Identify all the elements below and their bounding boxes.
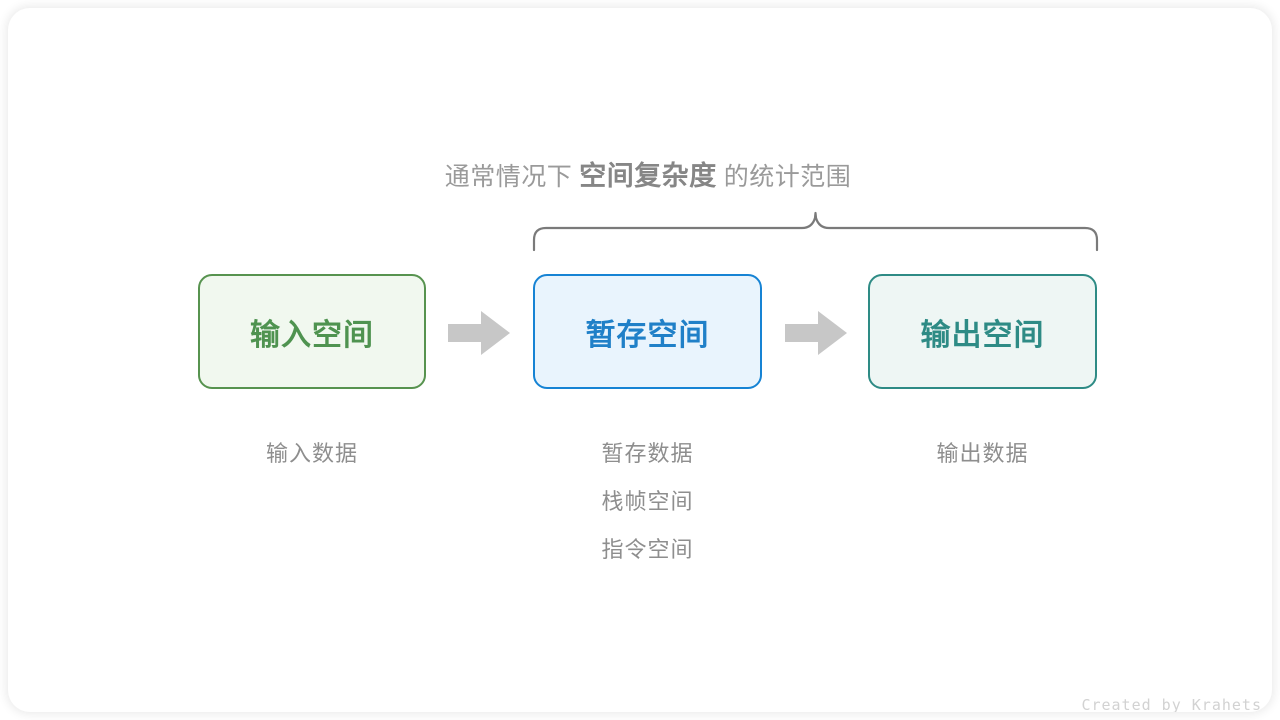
notes-output-space: 输出数据 (868, 430, 1097, 478)
box-input-space[interactable]: 输入空间 (198, 274, 426, 389)
scope-caption-prefix: 通常情况下 (444, 163, 573, 191)
note-item: 栈帧空间 (601, 489, 694, 514)
arrow-right-icon (448, 311, 510, 355)
diagram-stage: 通常情况下空间复杂度的统计范围 输入空间 暂存空间 输出空间 (8, 8, 1272, 712)
scope-caption: 通常情况下空间复杂度的统计范围 (8, 156, 1272, 197)
arrow-right-icon (785, 311, 847, 355)
notes-input-space: 输入数据 (198, 430, 426, 478)
box-temp-space[interactable]: 暂存空间 (533, 274, 762, 389)
scope-caption-suffix: 的统计范围 (723, 163, 852, 191)
box-output-space[interactable]: 输出空间 (868, 274, 1097, 389)
slide-card: 通常情况下空间复杂度的统计范围 输入空间 暂存空间 输出空间 (8, 8, 1272, 712)
box-input-space-label: 输入空间 (250, 318, 374, 352)
credit-text: Created by Krahets (1081, 696, 1262, 712)
box-temp-space-label: 暂存空间 (585, 318, 710, 352)
note-item: 输出数据 (936, 441, 1029, 466)
note-item: 暂存数据 (601, 441, 694, 466)
scope-brace (523, 204, 1108, 264)
notes-temp-space: 暂存数据 栈帧空间 指令空间 (533, 430, 762, 574)
note-item: 输入数据 (265, 441, 358, 466)
note-item: 指令空间 (601, 537, 694, 562)
scope-caption-highlight: 空间复杂度 (579, 161, 717, 191)
box-output-space-label: 输出空间 (920, 318, 1045, 352)
